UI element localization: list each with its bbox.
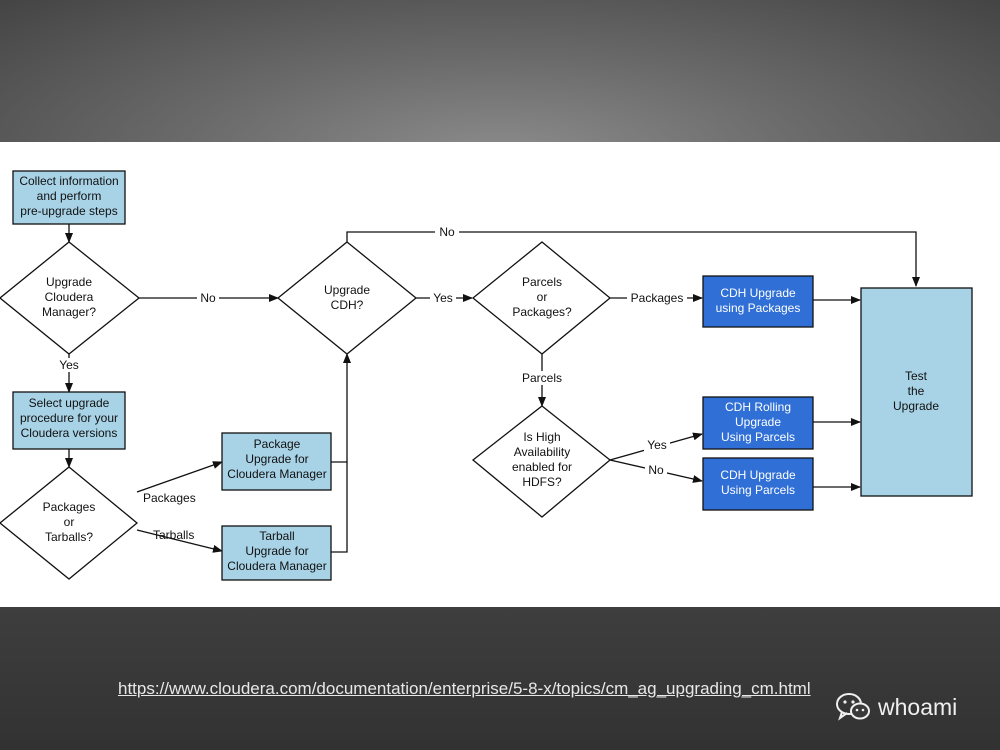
edge-packages-branch: [136, 461, 223, 493]
diagram-panel: Yes No Packages Tarballs No Yes Packages…: [0, 142, 1000, 607]
node-select-procedure: Select upgrade procedure for your Cloude…: [12, 391, 126, 450]
top-band: [0, 0, 1000, 142]
svg-text:Using Parcels: Using Parcels: [721, 483, 795, 497]
node-parcels-or-packages-decision: Parcels or Packages?: [471, 241, 612, 355]
svg-text:enabled for: enabled for: [512, 460, 572, 474]
svg-text:Packages: Packages: [43, 500, 96, 514]
svg-text:Upgrade: Upgrade: [893, 399, 939, 413]
svg-text:Packages?: Packages?: [512, 305, 572, 319]
svg-text:Collect information: Collect information: [19, 174, 118, 188]
svg-text:Parcels: Parcels: [522, 275, 562, 289]
node-packages-or-tarballs-decision: Packages or Tarballs?: [0, 466, 139, 580]
svg-text:and perform: and perform: [37, 189, 102, 203]
label-pp-parcels: Parcels: [522, 371, 562, 385]
edge-cdh-no: [346, 231, 920, 287]
label-cm-no: No: [200, 291, 216, 305]
svg-text:CDH Upgrade: CDH Upgrade: [720, 468, 796, 482]
edge-tarball-to-cdh: [331, 462, 348, 553]
svg-text:Using Parcels: Using Parcels: [721, 430, 795, 444]
watermark: whoami: [836, 692, 957, 722]
label-ha-yes: Yes: [647, 438, 667, 452]
svg-text:Cloudera Manager: Cloudera Manager: [227, 467, 326, 481]
upgrade-flowchart: Yes No Packages Tarballs No Yes Packages…: [0, 170, 973, 581]
node-cdh-rolling-upgrade: CDH Rolling Upgrade Using Parcels: [702, 396, 814, 450]
svg-text:Is High: Is High: [523, 430, 560, 444]
svg-text:the: the: [908, 384, 925, 398]
svg-text:Availability: Availability: [514, 445, 570, 459]
svg-text:Upgrade: Upgrade: [735, 415, 781, 429]
edge-package-to-cdh: [331, 353, 351, 463]
svg-text:pre-upgrade steps: pre-upgrade steps: [20, 204, 117, 218]
svg-text:Tarball: Tarball: [259, 529, 294, 543]
node-cdh-upgrade-packages: CDH Upgrade using Packages: [702, 275, 814, 328]
label-ha-no: No: [648, 463, 664, 477]
svg-text:or: or: [537, 290, 548, 304]
label-tarballs: Tarballs: [153, 528, 194, 542]
watermark-text: whoami: [878, 693, 958, 720]
node-package-upgrade-cm: Package Upgrade for Cloudera Manager: [221, 432, 332, 491]
label-pp-packages: Packages: [631, 291, 684, 305]
edge-labels: Yes No Packages Tarballs No Yes Packages…: [57, 225, 687, 542]
svg-text:Cloudera versions: Cloudera versions: [21, 426, 118, 440]
svg-text:Cloudera Manager: Cloudera Manager: [227, 559, 326, 573]
svg-text:CDH Upgrade: CDH Upgrade: [720, 286, 796, 300]
bottom-band: [0, 607, 1000, 750]
node-upgrade-cm-decision: Upgrade Cloudera Manager?: [0, 241, 141, 355]
label-packages: Packages: [143, 491, 196, 505]
node-cdh-upgrade-parcels: CDH Upgrade Using Parcels: [702, 457, 814, 511]
svg-text:HDFS?: HDFS?: [522, 475, 562, 489]
source-url-link[interactable]: https://www.cloudera.com/documentation/e…: [118, 679, 811, 698]
node-test-upgrade: Test the Upgrade: [860, 287, 973, 497]
svg-text:Upgrade for: Upgrade for: [245, 452, 308, 466]
svg-text:or: or: [64, 515, 75, 529]
svg-text:Test: Test: [905, 369, 928, 383]
label-cdh-no: No: [439, 225, 455, 239]
svg-text:CDH?: CDH?: [331, 298, 364, 312]
edge-tarballs-branch: [136, 529, 223, 553]
svg-text:Upgrade for: Upgrade for: [245, 544, 308, 558]
svg-text:Select upgrade: Select upgrade: [29, 396, 110, 410]
label-cm-yes: Yes: [59, 358, 79, 372]
node-tarball-upgrade-cm: Tarball Upgrade for Cloudera Manager: [221, 525, 332, 581]
wechat-icon: [836, 693, 870, 721]
node-upgrade-cdh-decision: Upgrade CDH?: [276, 241, 418, 355]
node-high-availability-decision: Is High Availability enabled for HDFS?: [471, 405, 612, 518]
label-cdh-yes: Yes: [433, 291, 453, 305]
svg-text:procedure for your: procedure for your: [20, 411, 118, 425]
svg-text:CDH Rolling: CDH Rolling: [725, 400, 791, 414]
svg-text:Upgrade: Upgrade: [324, 283, 370, 297]
node-collect-info: Collect information and perform pre-upgr…: [12, 170, 126, 225]
svg-text:using Packages: using Packages: [716, 301, 801, 315]
svg-text:Package: Package: [254, 437, 301, 451]
svg-text:Manager?: Manager?: [42, 305, 96, 319]
svg-text:Tarballs?: Tarballs?: [45, 530, 93, 544]
svg-text:Cloudera: Cloudera: [45, 290, 94, 304]
svg-text:Upgrade: Upgrade: [46, 275, 92, 289]
